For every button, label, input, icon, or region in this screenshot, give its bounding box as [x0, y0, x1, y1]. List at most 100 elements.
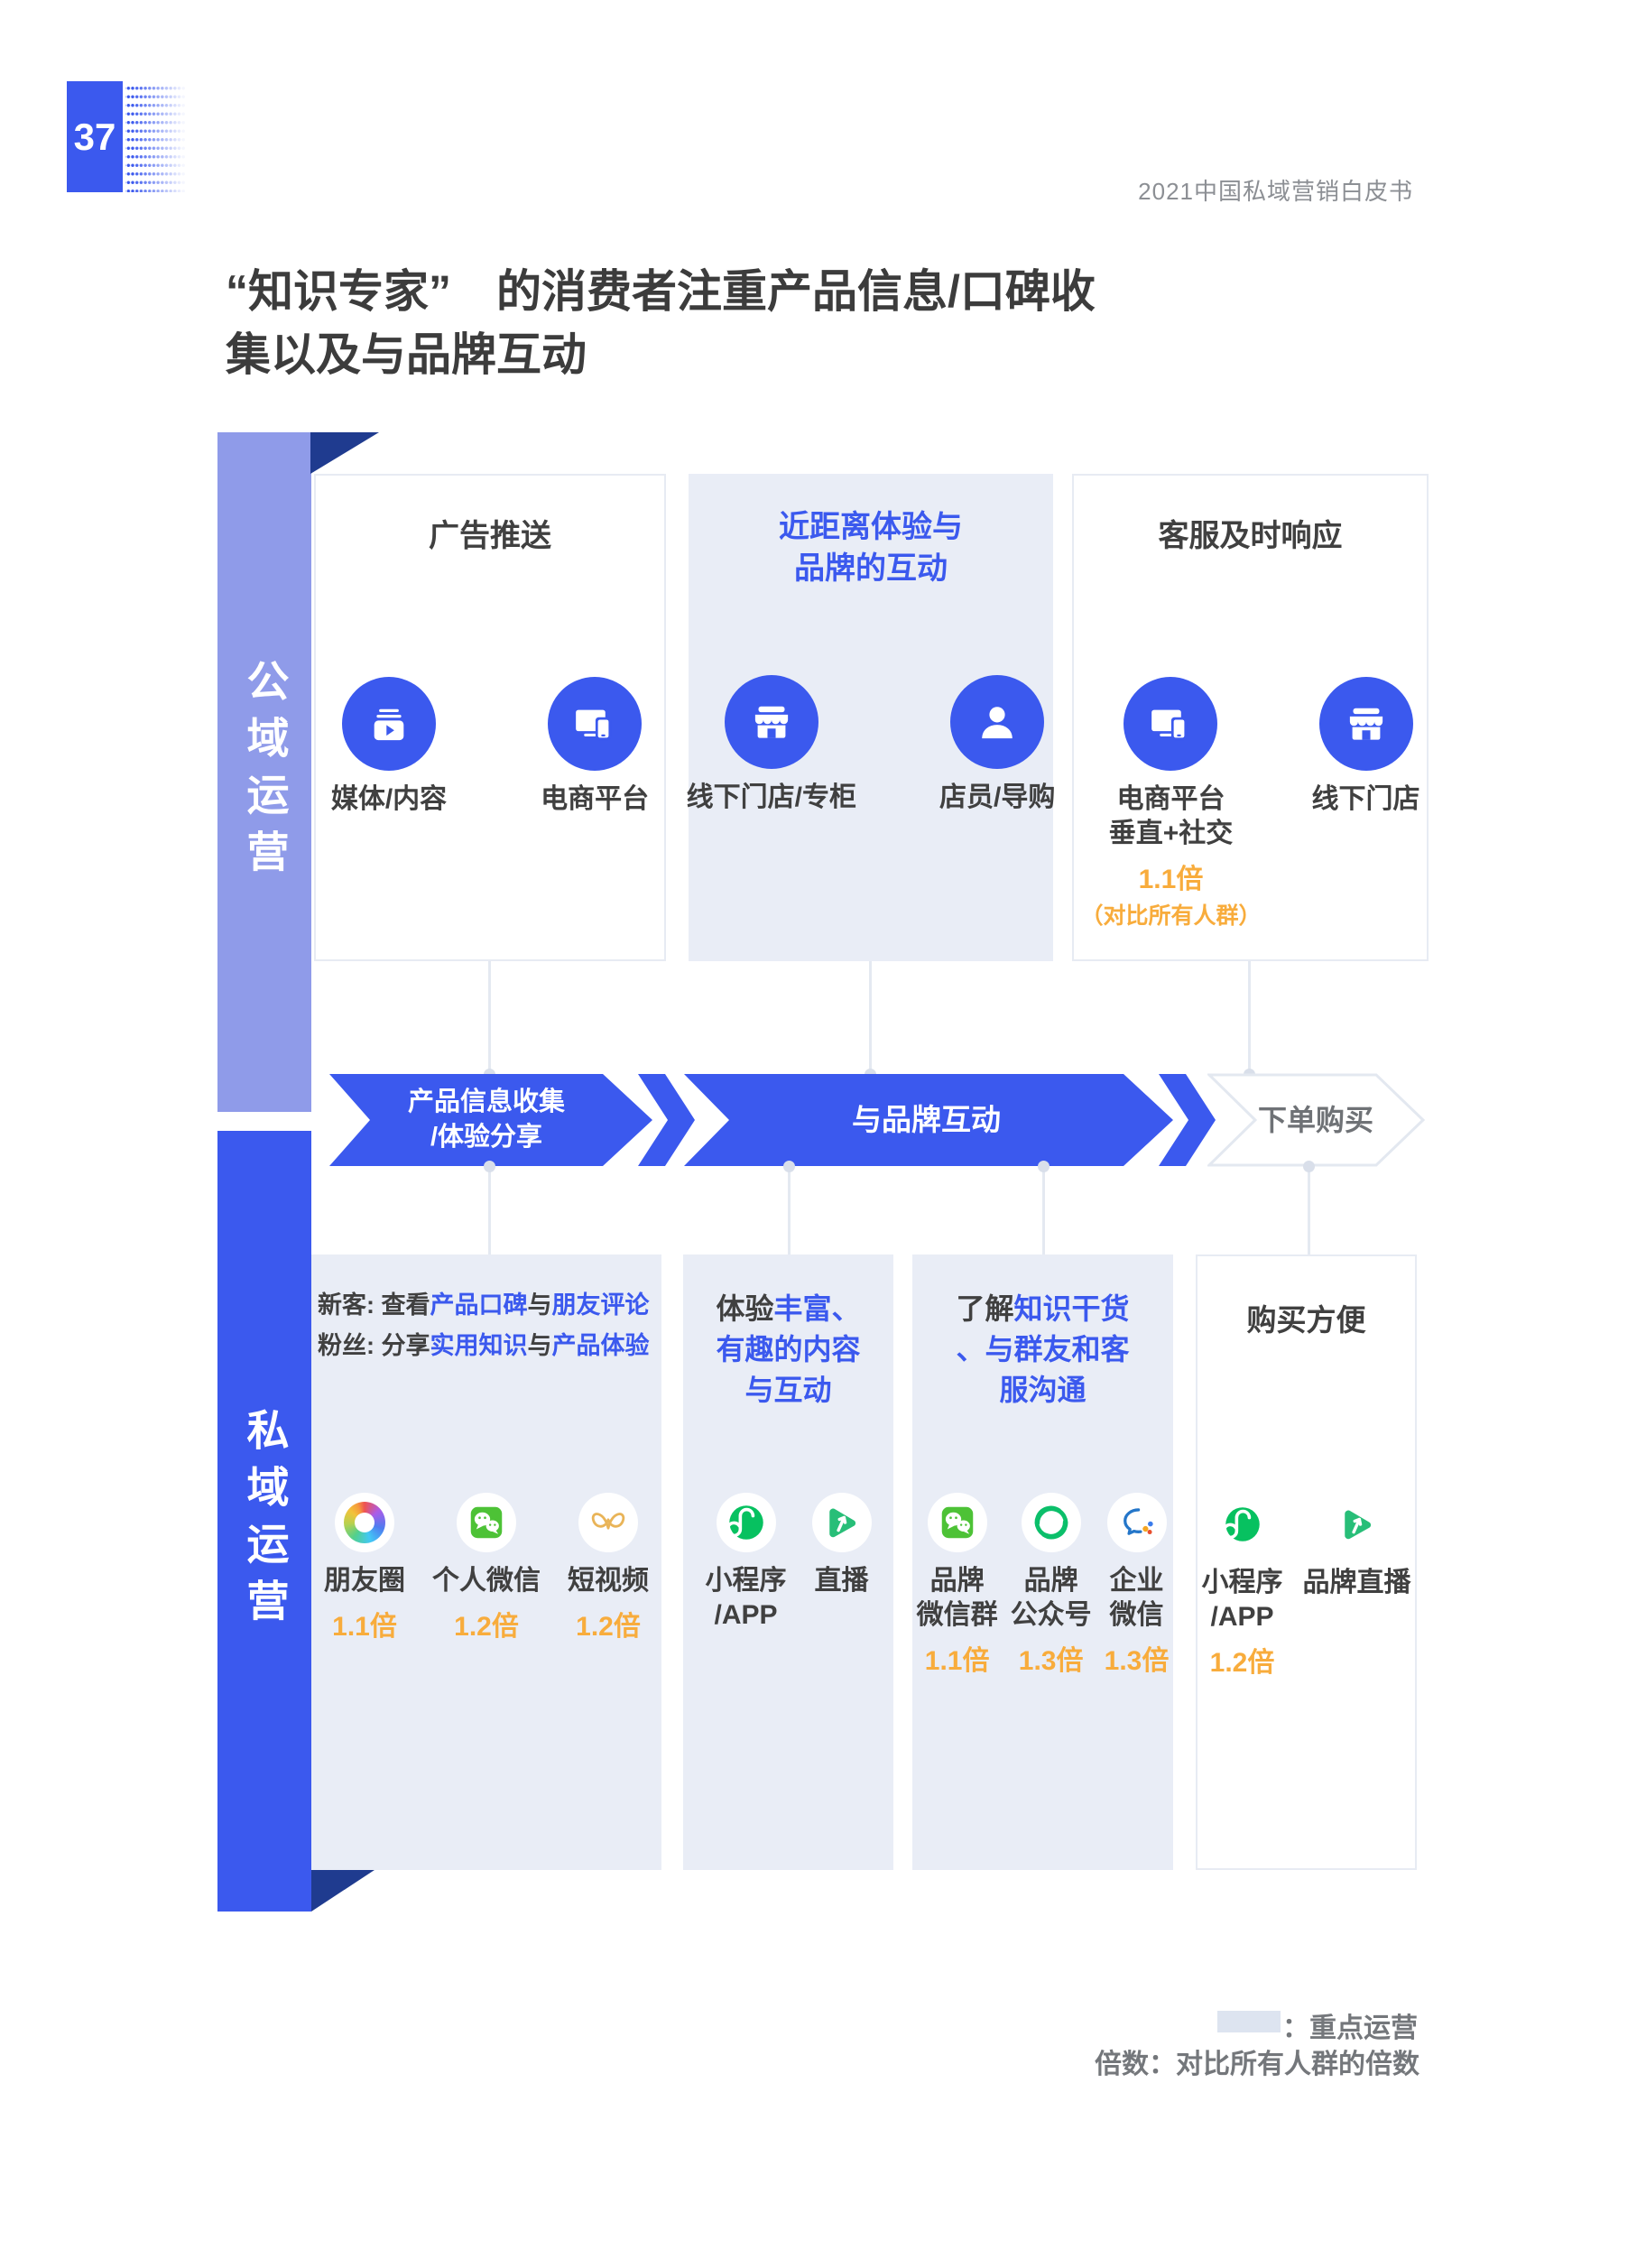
- channel-offline-store: 线下门店/专柜: [687, 675, 856, 815]
- channel-miniprogram: 小程序 /APP 1.2倍: [1202, 1495, 1283, 1680]
- flow-step2-arrow: 与品牌互动: [684, 1074, 1173, 1166]
- card-customer-service: 客服及时响应 电商平台 垂直+社交 1.1倍 （对比所有人群）: [1072, 474, 1429, 961]
- wechat-icon: [941, 1506, 973, 1539]
- channel-label: 电商平台: [1116, 784, 1225, 814]
- channel-label: 小程序: [705, 1566, 787, 1596]
- wechat-icon: [927, 1493, 987, 1552]
- page-number-badge: 37: [67, 81, 123, 192]
- storefront-icon: [1349, 708, 1382, 740]
- channel-label: 小程序: [1201, 1568, 1283, 1597]
- multiplier-value: 1.3倍: [1018, 1646, 1084, 1676]
- channel-personal-wechat: 个人微信 1.2倍: [432, 1493, 541, 1643]
- connector-line: [869, 961, 872, 1075]
- channel-brand-livestream: 品牌直播: [1303, 1495, 1411, 1600]
- page-title: “知识专家” 的消费者注重产品信息/口碑收 集以及与品牌互动: [226, 260, 1290, 386]
- fold-triangle-top: [310, 432, 379, 474]
- card-rich-content: 体验丰富、 有趣的内容 与互动 小程序 /APP: [683, 1254, 893, 1870]
- page-number: 37: [73, 115, 116, 158]
- card-ad-push-title: 广告推送: [429, 519, 551, 553]
- channel-wecom: 企业 微信 1.3倍: [1105, 1493, 1169, 1678]
- official-account-icon: [1034, 1505, 1068, 1540]
- connector-dot: [1038, 1161, 1050, 1172]
- channel-label: 朋友圈: [324, 1566, 405, 1596]
- channel-moments: 朋友圈 1.1倍: [324, 1493, 405, 1643]
- storefront-icon: [754, 706, 788, 738]
- devices-icon: [548, 677, 643, 771]
- livestream-icon: [811, 1493, 872, 1552]
- card-knowledge-communication: 了解知识干货 、与群友和客 服沟通 品牌 微信群: [912, 1254, 1173, 1870]
- channel-label: 公众号: [1010, 1600, 1092, 1630]
- media-content-icon: [374, 708, 404, 741]
- connector-line: [1308, 1166, 1310, 1254]
- channel-official-account: 品牌 公众号 1.3倍: [1011, 1493, 1092, 1678]
- channel-ecommerce: 电商平台: [541, 677, 649, 817]
- flow-step1-arrow: 产品信息收集 /体验分享: [329, 1074, 652, 1166]
- miniprogram-icon: [1222, 1507, 1260, 1541]
- card-easy-purchase-title: 购买方便: [1246, 1303, 1366, 1337]
- flow-step3-label: 下单购买: [1257, 1104, 1373, 1136]
- person-icon: [950, 675, 1045, 769]
- storefront-icon: [1318, 677, 1413, 771]
- legend-highlight-swatch: [1217, 2011, 1281, 2032]
- connector-line: [488, 1166, 491, 1254]
- wechat-icon: [470, 1506, 503, 1539]
- lane-private-label: 私域运营: [240, 1407, 289, 1635]
- multiplier-note: （对比所有人群）: [1080, 903, 1262, 929]
- card-close-experience: 近距离体验与 品牌的互动 线下门店/专柜: [687, 474, 1055, 961]
- devices-icon: [576, 709, 612, 741]
- connector-dot: [1303, 1161, 1315, 1172]
- miniprogram-icon: [726, 1505, 763, 1540]
- card-customer-service-title: 客服及时响应: [1158, 519, 1343, 553]
- flow-step1-label: 产品信息收集 /体验分享: [407, 1088, 565, 1152]
- lane-public-domain: 公域运营: [217, 432, 311, 1112]
- card-ad-push: 广告推送 媒体/内容: [314, 474, 666, 961]
- channel-label: 企业: [1109, 1566, 1164, 1596]
- connector-line: [788, 1166, 791, 1254]
- channel-label: 垂直+社交: [1108, 819, 1234, 848]
- media-content-icon: [342, 677, 436, 771]
- channel-label: 短视频: [568, 1566, 649, 1596]
- channel-label: /APP: [1210, 1602, 1274, 1632]
- dot-pattern-fade: [125, 81, 185, 192]
- connector-line: [488, 961, 491, 1075]
- channel-label: 品牌: [1023, 1566, 1078, 1596]
- connector-line: [1042, 1166, 1045, 1254]
- livestream-icon: [1327, 1495, 1387, 1554]
- page-title-line2: 集以及与品牌互动: [226, 329, 587, 380]
- card-close-experience-title: 近距离体验与 品牌的互动: [779, 510, 963, 586]
- channel-offline-store: 线下门店: [1312, 677, 1420, 817]
- multiplier-value: 1.2倍: [454, 1612, 519, 1642]
- weishi-icon: [578, 1493, 638, 1552]
- channel-store-staff: 店员/导购: [939, 675, 1055, 815]
- multiplier-value: 1.2倍: [576, 1612, 641, 1642]
- channel-brand-wechat-group: 品牌 微信群 1.1倍: [917, 1493, 998, 1678]
- connector-dot: [484, 1161, 495, 1172]
- multiplier-value: 1.1倍: [332, 1612, 397, 1642]
- moments-icon: [344, 1502, 385, 1543]
- channel-label: 店员/导购: [939, 782, 1056, 812]
- channel-label: 线下门店: [1311, 784, 1420, 814]
- multiplier-value: 1.2倍: [1209, 1648, 1275, 1678]
- legend-highlight-label: ：重点运营: [1282, 2013, 1418, 2043]
- fold-triangle-bottom: [311, 1868, 377, 1912]
- channel-livestream: 直播: [811, 1493, 872, 1598]
- devices-icon: [1124, 677, 1218, 771]
- channel-label: 品牌直播: [1302, 1568, 1411, 1597]
- miniprogram-icon: [1212, 1495, 1272, 1554]
- flow-step3-arrow: [1207, 1073, 1426, 1167]
- moments-icon: [335, 1493, 394, 1552]
- livestream-icon: [1344, 1510, 1371, 1540]
- card-easy-purchase: 购买方便 小程序 /APP 1.2倍: [1196, 1254, 1417, 1870]
- channel-label: 微信: [1109, 1600, 1164, 1630]
- miniprogram-icon: [716, 1493, 776, 1552]
- lane-private-domain: 私域运营: [217, 1131, 311, 1912]
- storefront-icon: [724, 675, 818, 769]
- channel-label: 媒体/内容: [330, 784, 448, 814]
- connector-line: [1248, 961, 1251, 1075]
- channel-label: 品牌: [929, 1566, 985, 1596]
- livestream-icon: [828, 1508, 855, 1538]
- channel-label: /APP: [714, 1600, 778, 1630]
- weishi-icon: [591, 1513, 625, 1530]
- multiplier-value: 1.1倍: [924, 1646, 990, 1676]
